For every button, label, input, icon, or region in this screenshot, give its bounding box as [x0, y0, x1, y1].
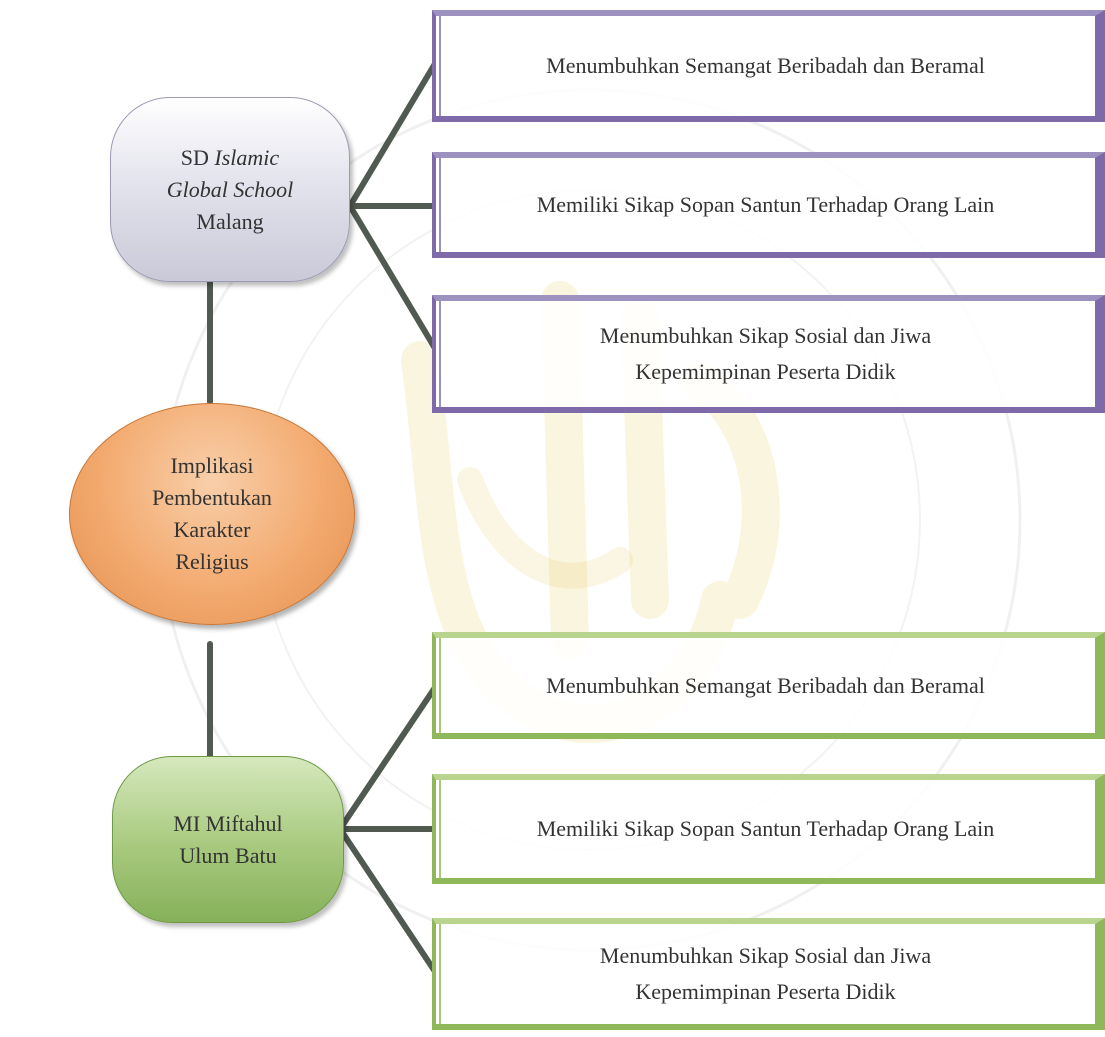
bottom-item-3-text: Menumbuhkan Sikap Sosial dan Jiwa Kepemi…: [582, 938, 949, 1010]
bottom-item-3-line: Kepemimpinan Peserta Didik: [635, 979, 896, 1004]
top-item-1: Menumbuhkan Semangat Beribadah dan Beram…: [432, 10, 1105, 122]
category-sd-label: SD Islamic Global School Malang: [167, 142, 294, 238]
category-sd-islamic-global-school: SD Islamic Global School Malang: [110, 97, 350, 282]
center-line: Karakter: [173, 517, 251, 542]
bottom-item-2-text: Memiliki Sikap Sopan Santun Terhadap Ora…: [536, 816, 995, 841]
connector-top-item-1: [347, 59, 439, 209]
top-item-3-line: Kepemimpinan Peserta Didik: [635, 359, 896, 384]
category-mi-line: Ulum Batu: [179, 842, 277, 868]
connector-bottom-item-3: [337, 826, 439, 976]
top-item-2-text: Memiliki Sikap Sopan Santun Terhadap Ora…: [536, 192, 995, 217]
category-mi-line: MI Miftahul: [173, 810, 283, 836]
bottom-item-3: Menumbuhkan Sikap Sosial dan Jiwa Kepemi…: [432, 918, 1105, 1030]
center-line: Religius: [175, 549, 249, 574]
center-line: Pembentukan: [152, 485, 272, 510]
top-item-2: Memiliki Sikap Sopan Santun Terhadap Ora…: [432, 152, 1105, 258]
bottom-item-3-line: Menumbuhkan Sikap Sosial dan Jiwa: [599, 943, 932, 968]
center-line: Implikasi: [170, 453, 254, 478]
top-item-3-text: Menumbuhkan Sikap Sosial dan Jiwa Kepemi…: [582, 318, 949, 390]
bottom-item-1: Menumbuhkan Semangat Beribadah dan Beram…: [432, 632, 1105, 739]
center-node-implikasi: Implikasi Pembentukan Karakter Religius: [69, 403, 355, 625]
bottom-item-1-text: Menumbuhkan Semangat Beribadah dan Beram…: [546, 672, 985, 698]
top-item-3: Menumbuhkan Sikap Sosial dan Jiwa Kepemi…: [432, 295, 1105, 413]
top-item-1-text: Menumbuhkan Semangat Beribadah dan Beram…: [546, 53, 985, 78]
top-item-3-line: Menumbuhkan Sikap Sosial dan Jiwa: [599, 323, 932, 348]
bottom-item-2: Memiliki Sikap Sopan Santun Terhadap Ora…: [432, 774, 1105, 884]
connector-top-item-3: [347, 203, 439, 353]
category-sd-italic-2: Global School: [166, 176, 294, 202]
connector-bottom-item-1: [337, 683, 439, 832]
category-mi-miftahul-ulum: MI Miftahul Ulum Batu: [112, 756, 344, 923]
category-sd-city: Malang: [196, 208, 264, 234]
category-sd-italic-1: Islamic: [214, 144, 280, 170]
category-sd-prefix: SD: [180, 144, 209, 170]
center-node-label: Implikasi Pembentukan Karakter Religius: [152, 450, 272, 578]
category-mi-label: MI Miftahul Ulum Batu: [173, 808, 282, 872]
